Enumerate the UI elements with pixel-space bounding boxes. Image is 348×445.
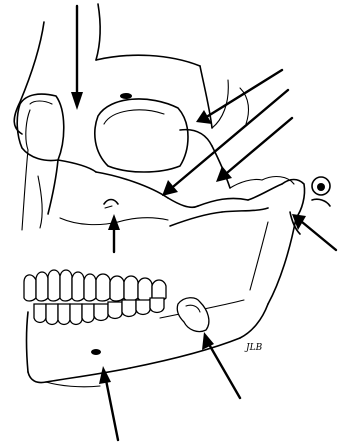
- upper-teeth: [24, 270, 166, 301]
- arrow-maxilla: [108, 214, 120, 252]
- artist-signature: JLB: [244, 343, 263, 353]
- arrow-top-frontal: [71, 6, 83, 110]
- arrow-mandible-angle: [202, 332, 240, 398]
- arrow-zygomatic-1: [196, 70, 282, 124]
- arrow-zygomatic-3: [216, 118, 292, 182]
- arrow-chin: [99, 366, 118, 440]
- lower-teeth: [34, 298, 164, 325]
- impacted-molar: [177, 298, 209, 332]
- nasal-maxilla: [22, 150, 168, 230]
- skull-outline: [14, 4, 248, 134]
- orbits: [17, 94, 188, 172]
- cranium-mark: [120, 93, 132, 99]
